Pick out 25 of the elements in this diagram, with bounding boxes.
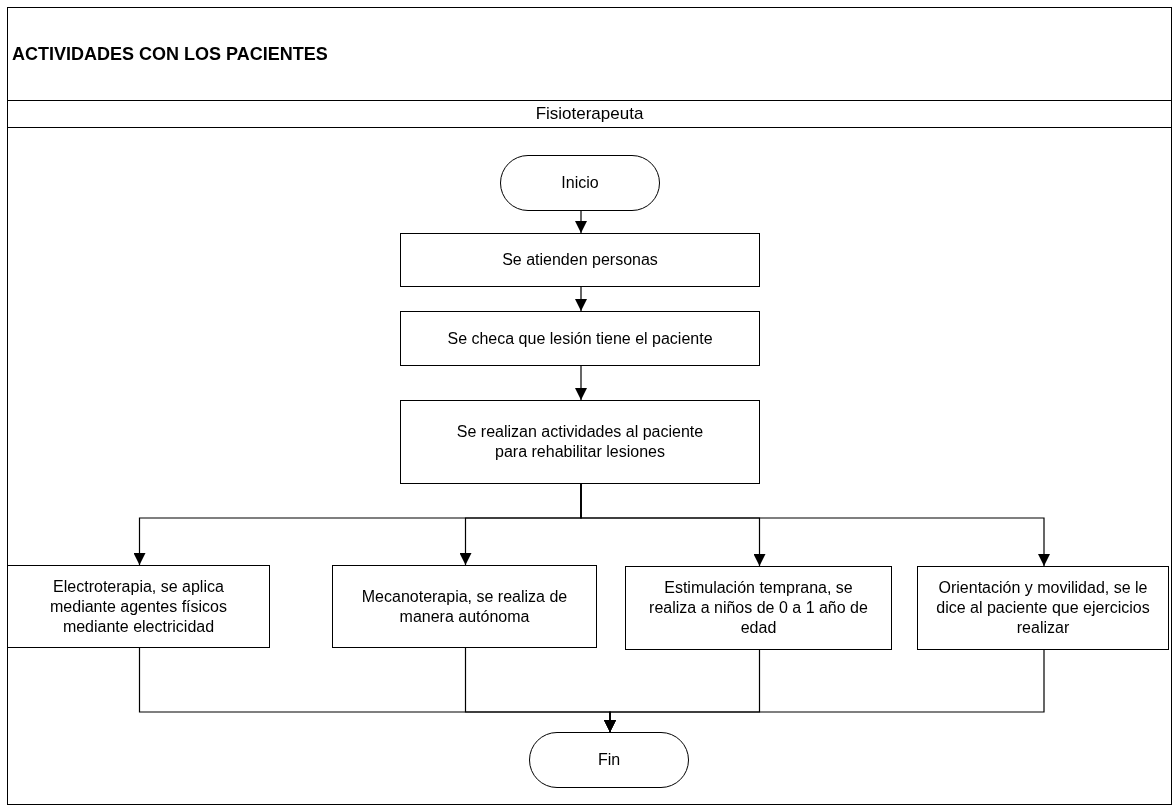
process-box — [7, 565, 270, 648]
process-label: Mecanoterapia, se realiza de manera autónoma — [360, 586, 569, 627]
process-label: Se atienden personas — [502, 250, 658, 270]
terminal-label: Fin — [597, 750, 621, 770]
process-box — [625, 566, 892, 650]
arrow — [575, 210, 587, 234]
process-label: Estimulación temprana, se realiza a niños de 0 a 1 año de edad — [648, 578, 869, 638]
terminal-shape — [500, 155, 660, 211]
arrow — [575, 365, 587, 401]
lane-label: Fisioterapeuta — [535, 104, 644, 124]
process-label: Orientación y movilidad, se le dice al paciente que ejercicios realizar — [935, 578, 1151, 638]
process-box — [400, 311, 760, 366]
process-label: Electroterapia, se aplica mediante agentes físicos mediante electricidad — [49, 576, 228, 637]
pool-label: ACTIVIDADES CON LOS PACIENTES — [12, 44, 328, 65]
process-label: Se realizan actividades al paciente para rehabilitar lesiones — [455, 422, 705, 462]
arrow — [580, 483, 1050, 567]
process-label: Se checa que lesión tiene el paciente — [447, 328, 713, 349]
process-box — [400, 400, 760, 484]
arrow — [604, 649, 1045, 733]
terminal-shape — [529, 732, 689, 788]
process-box — [400, 233, 760, 287]
arrow — [575, 286, 587, 312]
process-box — [332, 565, 597, 648]
terminal-label: Inicio — [561, 173, 599, 193]
process-box — [917, 566, 1169, 650]
